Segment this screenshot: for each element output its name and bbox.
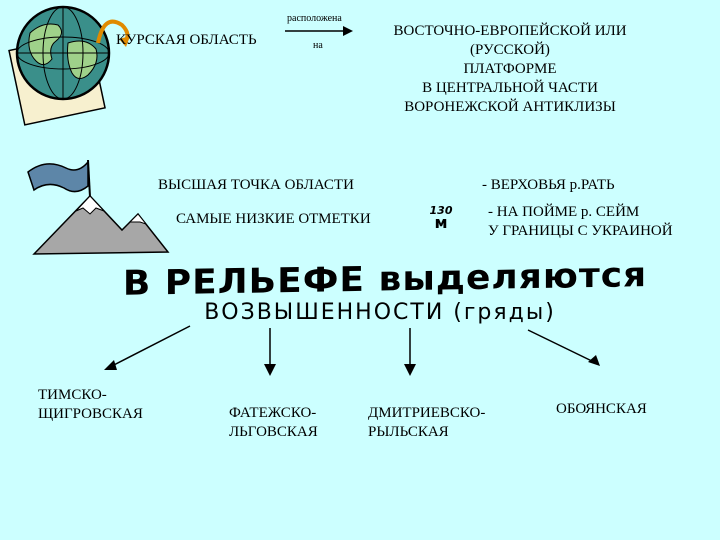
platform-line: ПЛАТФОРМЕ bbox=[463, 61, 557, 77]
platform-text: ВОСТОЧНО-ЕВРОПЕЙСКОЙ ИЛИ (РУССКОЙ) ПЛАТФ… bbox=[370, 22, 650, 117]
globe-icon bbox=[8, 5, 130, 126]
upland-item: ТИМСКО- ЩИГРОВСКАЯ bbox=[38, 386, 143, 424]
arrow-right bbox=[285, 26, 353, 36]
arrow-fatezh-head bbox=[264, 364, 276, 376]
located-label-bottom: на bbox=[313, 40, 323, 51]
wordart-subtitle: ВОЗВЫШЕННОСТИ (гряды) bbox=[204, 300, 556, 325]
wordart-title: В РЕЛЬЕФЕ выделяются bbox=[122, 255, 648, 304]
arrow-dmitriev-head bbox=[404, 364, 416, 376]
arrow-oboyan-head bbox=[588, 355, 600, 366]
arrow-tim bbox=[107, 325, 191, 369]
height-badge: 130 м bbox=[426, 204, 456, 232]
upland-line: ТИМСКО- bbox=[38, 387, 107, 403]
lowest-point-value-line: У ГРАНИЦЫ С УКРАИНОЙ bbox=[488, 223, 673, 239]
arrow-oboyan bbox=[527, 329, 599, 365]
lowest-point-label: САМЫЕ НИЗКИЕ ОТМЕТКИ bbox=[176, 211, 371, 227]
located-label-top: расположена bbox=[287, 13, 342, 24]
upland-line: ФАТЕЖСКО- bbox=[229, 405, 317, 421]
highest-point-label: ВЫСШАЯ ТОЧКА ОБЛАСТИ bbox=[158, 177, 354, 193]
region-name: КУРСКАЯ ОБЛАСТЬ bbox=[116, 32, 257, 48]
upland-line: ЩИГРОВСКАЯ bbox=[38, 406, 143, 422]
platform-line: ВОСТОЧНО-ЕВРОПЕЙСКОЙ ИЛИ bbox=[393, 23, 627, 39]
arrows-to-uplands bbox=[104, 325, 600, 376]
platform-line: (РУССКОЙ) bbox=[470, 42, 550, 58]
height-badge-number: 130 bbox=[429, 204, 453, 217]
upland-line: РЫЛЬСКАЯ bbox=[368, 424, 449, 440]
arrow-tim-head bbox=[104, 360, 117, 370]
upland-item: ДМИТРИЕВСКО- РЫЛЬСКАЯ bbox=[368, 404, 485, 442]
upland-line: ДМИТРИЕВСКО- bbox=[368, 405, 486, 421]
upland-line: ЛЬГОВСКАЯ bbox=[229, 424, 318, 440]
upland-item: ФАТЕЖСКО- ЛЬГОВСКАЯ bbox=[229, 404, 318, 442]
height-badge-unit: м bbox=[434, 213, 448, 232]
lowest-point-value-line: - НА ПОЙМЕ р. СЕЙМ bbox=[488, 204, 640, 220]
lowest-point-value: - НА ПОЙМЕ р. СЕЙМ У ГРАНИЦЫ С УКРАИНОЙ bbox=[488, 203, 673, 241]
platform-line: ВОРОНЕЖСКОЙ АНТИКЛИЗЫ bbox=[404, 99, 616, 115]
highest-point-value: - ВЕРХОВЬЯ р.РАТЬ bbox=[482, 177, 615, 193]
platform-line: В ЦЕНТРАЛЬНОЙ ЧАСТИ bbox=[422, 80, 598, 96]
upland-line: ОБОЯНСКАЯ bbox=[556, 401, 647, 417]
mountain-flag-icon bbox=[27, 159, 170, 255]
upland-item: ОБОЯНСКАЯ bbox=[556, 400, 647, 419]
